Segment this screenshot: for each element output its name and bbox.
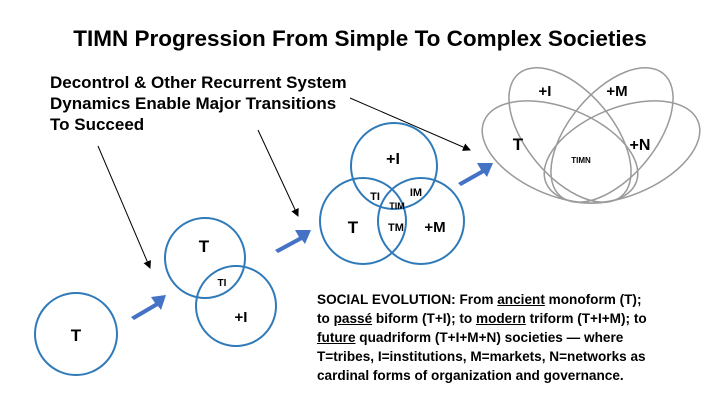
label-t: T	[348, 218, 359, 237]
social-text: cardinal forms of organization and gover…	[317, 368, 624, 383]
label-n: +N	[630, 137, 651, 154]
social-evolution-text: SOCIAL EVOLUTION: From ancient monoform …	[317, 290, 717, 385]
social-text: monoform (T);	[544, 292, 642, 307]
callout-text: Decontrol & Other Recurrent System Dynam…	[50, 72, 347, 135]
social-term-future: future	[317, 330, 356, 345]
social-text: triform (T+I+M); to	[525, 311, 647, 326]
social-text: biform (T+I); to	[372, 311, 476, 326]
circle-i	[350, 122, 438, 210]
label-t: T	[513, 135, 524, 154]
label-ti: TI	[218, 278, 227, 289]
label-t: T	[71, 326, 82, 345]
label-tim: TIM	[389, 201, 405, 211]
social-text: to	[317, 311, 334, 326]
label-im: IM	[410, 187, 422, 199]
social-term-ancient: ancient	[497, 292, 545, 307]
social-text: SOCIAL EVOLUTION: From	[317, 292, 498, 307]
transition-arrow-3	[458, 163, 493, 186]
stage4-quadriform: +I +M T +N TIMN	[481, 67, 701, 204]
social-term-passe: passé	[333, 311, 373, 326]
circle-m	[377, 177, 465, 265]
ellipse-m	[550, 67, 674, 203]
label-tm: TM	[388, 222, 404, 234]
page-title: TIMN Progression From Simple To Complex …	[73, 26, 647, 51]
social-text: quadriform (T+I+M+N) societies — where	[355, 330, 624, 345]
ellipse-n	[543, 100, 701, 204]
label-i: +I	[539, 83, 552, 100]
label-i: +I	[235, 309, 248, 326]
label-t: T	[199, 237, 210, 256]
circle-t	[34, 292, 118, 376]
callout-line: Dynamics Enable Major Transitions	[50, 94, 337, 113]
social-text: T=tribes, I=institutions, M=markets, N=n…	[317, 349, 646, 364]
circle-t	[319, 177, 407, 265]
social-term-modern: modern	[475, 311, 526, 326]
transition-arrow-2	[275, 230, 311, 253]
stage3-triform: +I TI IM TIM T TM +M	[319, 122, 465, 265]
ellipse-t	[481, 100, 639, 204]
label-timn: TIMN	[571, 156, 591, 165]
label-i: +I	[386, 151, 400, 168]
ellipse-i	[508, 67, 632, 203]
transition-arrow-1	[131, 295, 166, 320]
pointer-line-stage4	[349, 97, 471, 151]
circle-i	[195, 265, 277, 347]
label-m: +M	[606, 83, 627, 100]
pointer-line-stage3	[257, 129, 299, 217]
pointer-line-stage2	[97, 145, 151, 269]
label-ti: TI	[370, 191, 380, 203]
circle-t	[164, 217, 246, 299]
callout-line: To Succeed	[50, 115, 145, 134]
callout-line: Decontrol & Other Recurrent System	[50, 73, 347, 92]
stage1-monoform: T	[34, 292, 118, 376]
stage2-biform: T TI +I	[164, 217, 277, 347]
label-m: +M	[424, 219, 445, 236]
